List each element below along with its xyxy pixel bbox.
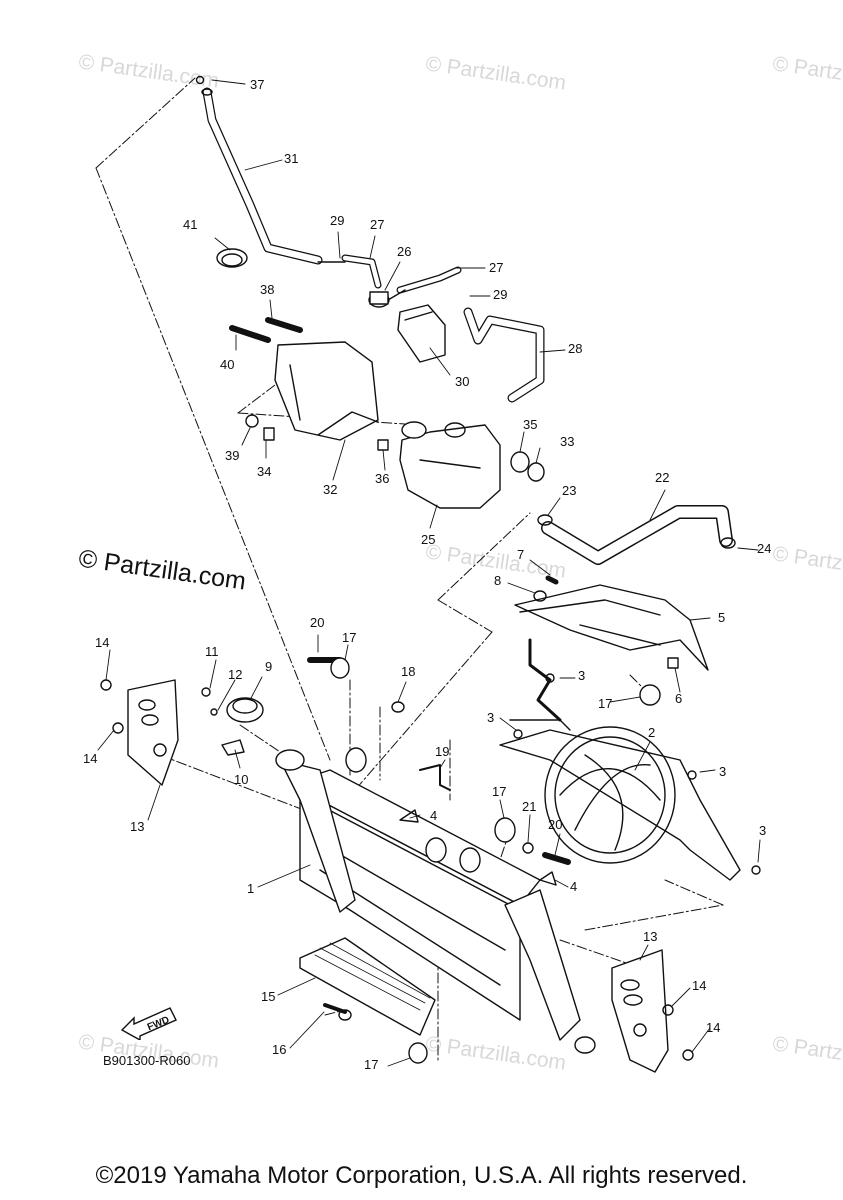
callout-18: 18 [401, 664, 416, 679]
callout-17: 17 [492, 784, 507, 799]
callout-17: 17 [598, 696, 613, 711]
callout-31: 31 [284, 151, 299, 166]
callout-5: 5 [718, 610, 726, 625]
callout-15: 15 [261, 989, 276, 1004]
callout-21: 21 [522, 799, 537, 814]
callout-27: 27 [489, 260, 504, 275]
callout-10: 10 [234, 772, 249, 787]
callout-4: 4 [570, 879, 578, 894]
callout-14: 14 [95, 635, 110, 650]
callout-36: 36 [375, 471, 390, 486]
diagram-code: B901300-R060 [103, 1053, 191, 1068]
callout-4: 4 [430, 808, 438, 823]
callout-1: 1 [247, 881, 255, 896]
callout-8: 8 [494, 573, 502, 588]
callout-37: 37 [250, 77, 265, 92]
copyright-notice: ©2019 Yamaha Motor Corporation, U.S.A. A… [95, 1162, 748, 1189]
callout-14: 14 [83, 751, 98, 766]
callout-40: 40 [220, 357, 235, 372]
callout-17: 17 [364, 1057, 379, 1072]
callout-29: 29 [493, 287, 508, 302]
callout-9: 9 [265, 659, 273, 674]
callout-33: 33 [560, 434, 575, 449]
callout-3: 3 [719, 764, 727, 779]
callout-27: 27 [370, 217, 385, 232]
callout-24: 24 [757, 541, 772, 556]
callout-23: 23 [562, 483, 577, 498]
callout-20: 20 [310, 615, 325, 630]
callout-14: 14 [692, 978, 707, 993]
callout-17: 17 [342, 630, 357, 645]
callout-26: 26 [397, 244, 412, 259]
callout-11: 11 [205, 644, 219, 659]
callout-22: 22 [655, 470, 670, 485]
callout-34: 34 [257, 464, 272, 479]
callout-38: 38 [260, 282, 275, 297]
callout-20: 20 [548, 817, 563, 832]
callout-13: 13 [643, 929, 658, 944]
callout-30: 30 [455, 374, 470, 389]
callout-14: 14 [706, 1020, 721, 1035]
callout-3: 3 [578, 668, 586, 683]
callout-19: 19 [435, 744, 450, 759]
callout-28: 28 [568, 341, 583, 356]
callout-7: 7 [517, 547, 525, 562]
callout-3: 3 [759, 823, 767, 838]
callout-2: 2 [648, 725, 656, 740]
callout-13: 13 [130, 819, 145, 834]
fwd-arrow-icon: FWD [120, 1007, 177, 1040]
callout-32: 32 [323, 482, 338, 497]
callout-25: 25 [421, 532, 436, 547]
callout-39: 39 [225, 448, 240, 463]
callout-3: 3 [487, 710, 495, 725]
callout-6: 6 [675, 691, 683, 706]
callout-29: 29 [330, 213, 345, 228]
callout-16: 16 [272, 1042, 287, 1057]
callout-35: 35 [523, 417, 538, 432]
callout-12: 12 [228, 667, 243, 682]
callout-41: 41 [183, 217, 198, 232]
